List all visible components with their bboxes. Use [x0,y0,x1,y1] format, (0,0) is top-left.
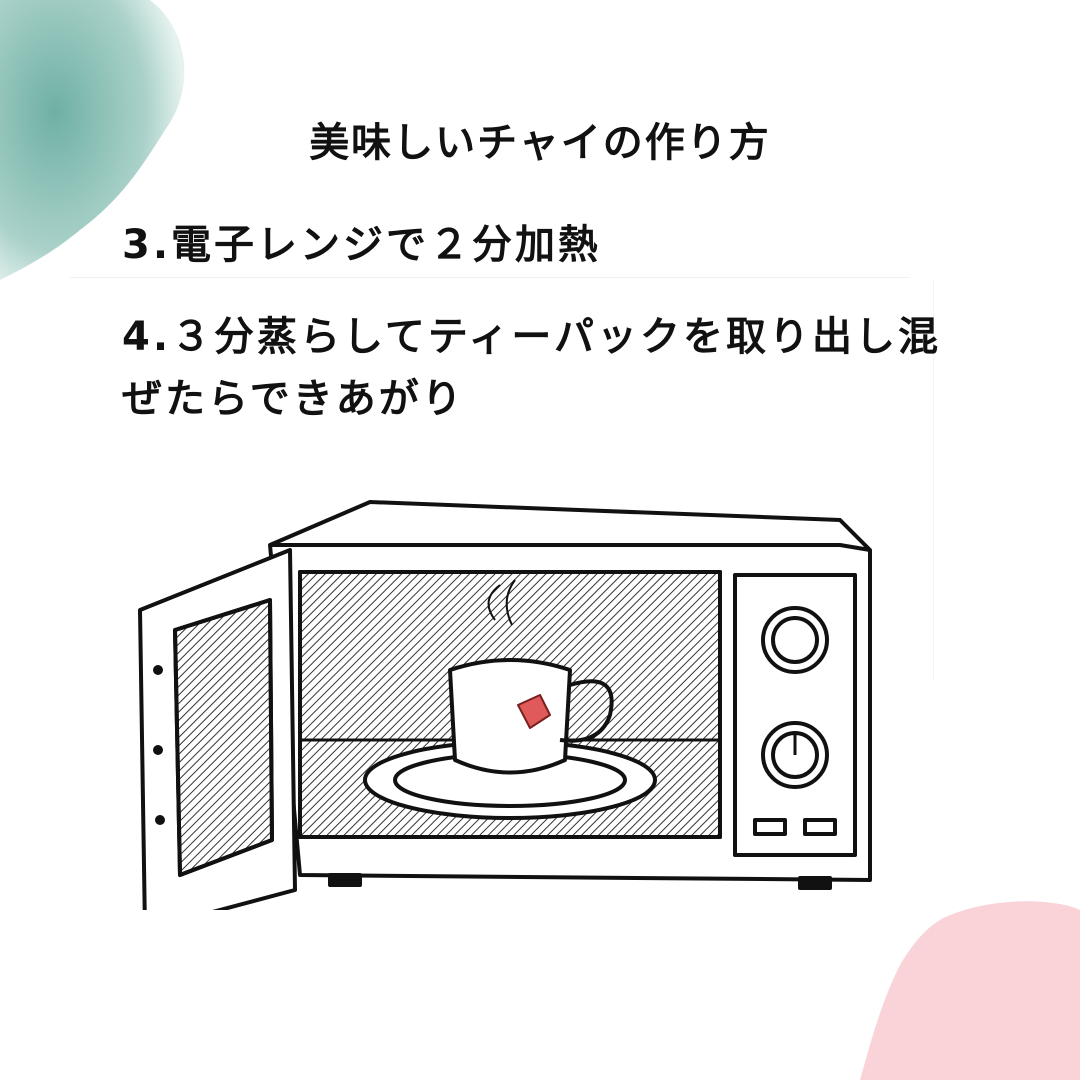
tea-bag-tag [517,694,551,729]
step-4-text: 4.３分蒸らしてティーパックを取り出し混ぜたらできあがり [122,314,942,422]
panel-button-left [753,818,787,836]
divider-vertical [933,280,934,680]
microwave-illustration [138,500,872,910]
divider [70,277,910,278]
tea-cup [448,658,572,775]
pink-blob [860,901,1080,1080]
step-3-text: 3.電子レンジで２分加熱 [122,222,602,268]
panel-button-right [803,818,837,836]
teal-watercolor-blob [0,0,185,280]
page-title: 美味しいチャイの作り方 [309,120,771,166]
